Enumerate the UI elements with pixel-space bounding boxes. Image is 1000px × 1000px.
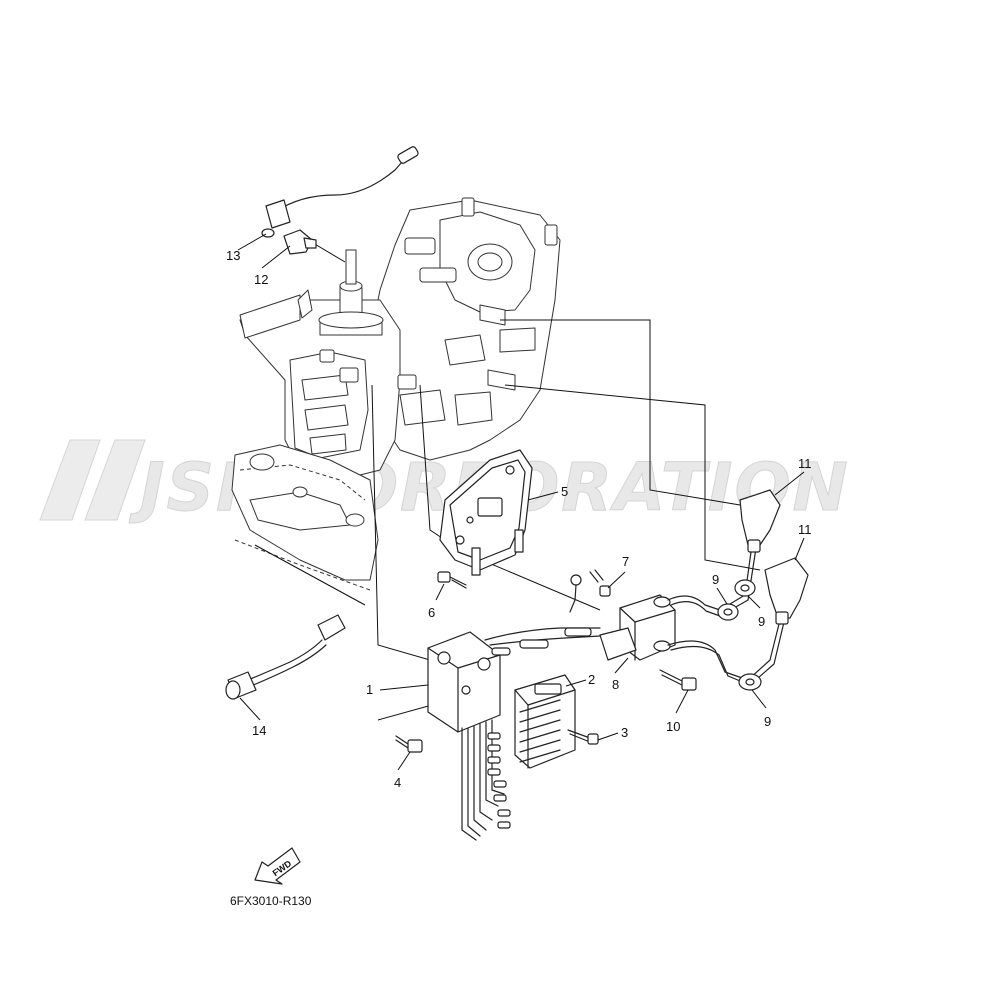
engine-block <box>231 197 561 591</box>
part-12-switch <box>283 229 317 255</box>
part-2-rectifier <box>514 674 576 769</box>
callout-5: 5 <box>561 484 568 499</box>
callout-7: 7 <box>622 554 629 569</box>
part-8-ignition-coil <box>599 594 676 661</box>
callout-2: 2 <box>588 672 595 687</box>
part-1-cdi-unit <box>427 627 601 841</box>
callout-13: 13 <box>226 248 240 263</box>
callout-1: 1 <box>366 682 373 697</box>
callout-4: 4 <box>394 775 401 790</box>
callout-11a: 11 <box>798 456 812 471</box>
callout-9c: 9 <box>764 714 771 729</box>
ground-terminal <box>569 574 582 613</box>
fwd-arrow: FWD <box>254 847 301 885</box>
callout-9a: 9 <box>712 572 719 587</box>
callout-leaders <box>237 233 805 771</box>
part-9-grommet-a <box>717 603 739 621</box>
callout-10: 10 <box>666 719 680 734</box>
callout-11b: 11 <box>798 522 812 537</box>
part-9-grommet-c <box>738 673 762 691</box>
part-11-plug-cap-b <box>764 557 809 625</box>
part-7-bolt <box>589 569 611 597</box>
callout-14: 14 <box>252 723 266 738</box>
callout-9b: 9 <box>758 614 765 629</box>
part-9-grommet-b <box>734 579 756 597</box>
part-10-bolt <box>659 669 697 691</box>
callout-12: 12 <box>254 272 268 287</box>
part-13-sensor-lead <box>261 146 419 238</box>
part-11-plug-cap-a <box>739 489 781 553</box>
callout-8: 8 <box>612 677 619 692</box>
callout-labels: 1 2 3 4 5 6 7 8 9 9 9 10 11 11 12 13 14 <box>226 248 812 790</box>
part-5-bracket-plate <box>439 449 533 576</box>
callout-3: 3 <box>621 725 628 740</box>
part-3-screw <box>567 729 599 745</box>
part-6-bolt <box>437 571 467 589</box>
part-4-bolt <box>395 735 423 753</box>
part-14-sensor <box>225 614 346 700</box>
callout-6: 6 <box>428 605 435 620</box>
diagram-code: 6FX3010-R130 <box>230 894 312 908</box>
